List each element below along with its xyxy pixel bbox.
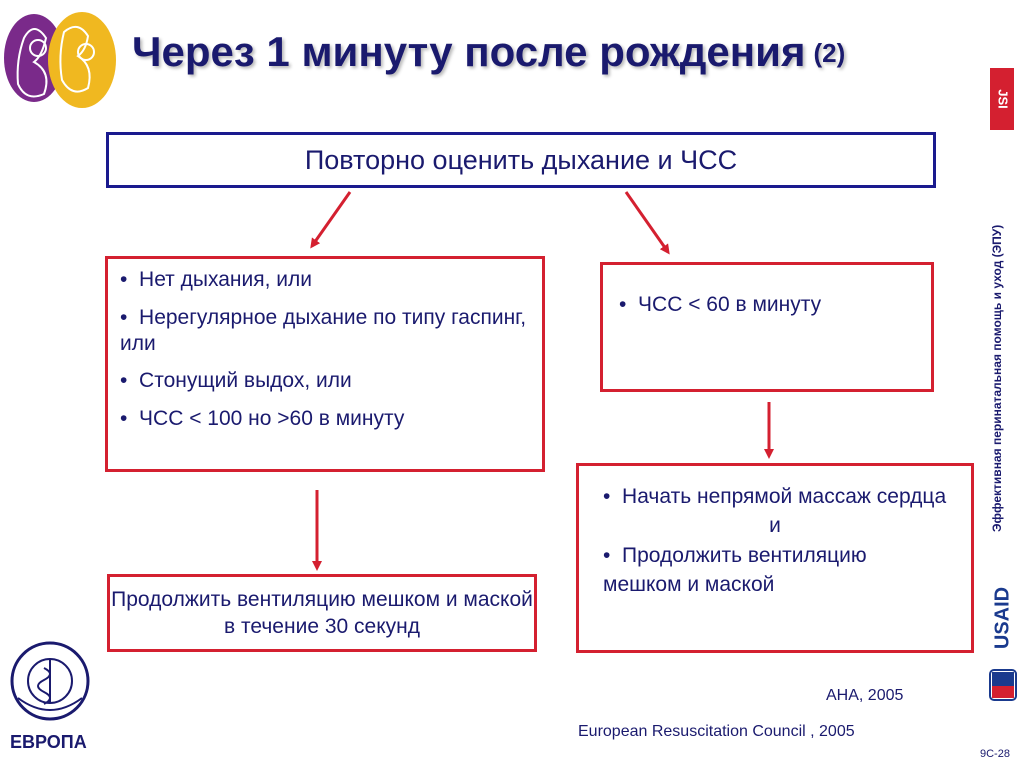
list-item: • Стонущий выдох, или: [120, 369, 352, 393]
usaid-logo: USAID: [989, 587, 1017, 701]
svg-text:JSI: JSI: [996, 89, 1011, 109]
criteria-box-right: • ЧСС < 60 в минуту: [600, 262, 934, 392]
jsi-logo: JSI: [990, 68, 1014, 130]
side-caption: Эффективная перинатальная помощь и уход …: [990, 224, 1004, 532]
reference-erc: European Resuscitation Council , 2005: [578, 723, 855, 740]
action-box-right: • Начать непрямой массаж сердца и • Прод…: [576, 463, 974, 653]
criteria-box-left: • Нет дыхания, или • Нерегулярное дыхани…: [105, 256, 545, 472]
slide-title-number: (2): [813, 38, 846, 68]
list-item: • ЧСС < 60 в минуту: [619, 293, 822, 316]
action-text-left: Продолжить вентиляцию мешком и маской в …: [111, 587, 533, 638]
slide-number: 9C-28: [980, 748, 1010, 760]
reassess-text: Повторно оценить дыхание и ЧСС: [304, 144, 738, 175]
list-item: • Продолжить вентиляцию мешком и маской: [603, 543, 867, 597]
arrow-to-left-box: [310, 191, 352, 249]
reassess-box: Повторно оценить дыхание и ЧСС: [106, 132, 936, 188]
list-item: • ЧСС < 100 но >60 в минуту: [120, 407, 405, 431]
list-item: • Нет дыхания, или: [120, 268, 313, 291]
svg-text:USAID: USAID: [991, 587, 1013, 649]
who-emblem: [10, 641, 90, 721]
slide-title-main: Через 1 минуту после рождения: [132, 28, 806, 75]
slide-title: Через 1 минуту после рождения(2): [132, 28, 982, 76]
arrow-to-right-box: [624, 191, 670, 255]
program-logo: [4, 12, 116, 108]
list-item: • Начать непрямой массаж сердца: [603, 485, 947, 508]
conjunction-text: и: [769, 514, 781, 538]
action-box-left: Продолжить вентиляцию мешком и маской в …: [107, 574, 537, 652]
who-region-label: ЕВРОПА: [10, 732, 87, 752]
reference-aha: AHA, 2005: [826, 687, 904, 704]
list-item: • Нерегулярное дыхание по типу гаспинг, …: [120, 305, 527, 355]
